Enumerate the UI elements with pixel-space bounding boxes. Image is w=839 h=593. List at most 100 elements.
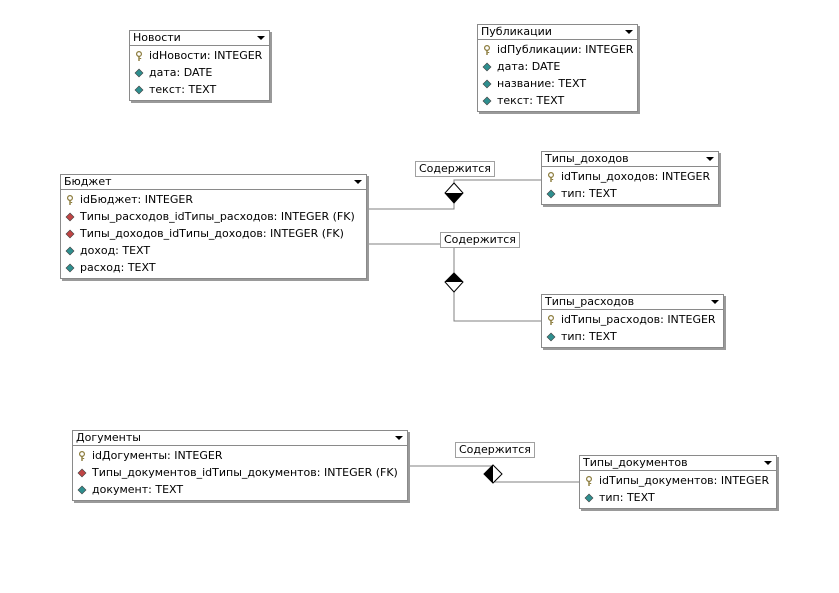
- entity-header[interactable]: Типы_расходов: [542, 295, 723, 310]
- entity-expense-types[interactable]: Типы_расходов idТипы_расходов: INTEGER т…: [541, 294, 724, 348]
- dropdown-arrow-icon[interactable]: [257, 36, 265, 40]
- primary-key-icon: [546, 171, 556, 182]
- relationship-diamond-budget-income: [444, 182, 464, 204]
- attribute-label: idБюджет: INTEGER: [80, 193, 193, 206]
- primary-key-icon: [77, 450, 87, 461]
- relationship-label-documents-doctypes[interactable]: Содержится: [455, 442, 535, 458]
- attribute-label: idТипы_расходов: INTEGER: [561, 313, 716, 326]
- attribute-label: idНовости: INTEGER: [149, 49, 263, 62]
- primary-key-icon: [546, 314, 556, 325]
- attribute-row[interactable]: текст: TEXT: [478, 92, 637, 109]
- attribute-list: idТипы_доходов: INTEGER тип: TEXT: [542, 167, 718, 204]
- entity-income-types[interactable]: Типы_доходов idТипы_доходов: INTEGER тип…: [541, 151, 719, 205]
- attribute-diamond-icon: [482, 96, 492, 106]
- attribute-label: Типы_документов_idТипы_документов: INTEG…: [92, 466, 398, 479]
- entity-title: Типы_доходов: [545, 152, 629, 165]
- entity-title: Публикации: [481, 25, 552, 38]
- dropdown-arrow-icon[interactable]: [354, 180, 362, 184]
- attribute-label: тип: TEXT: [561, 330, 617, 343]
- attribute-list: idДогументы: INTEGER Типы_документов_idТ…: [73, 446, 407, 500]
- dropdown-arrow-icon[interactable]: [395, 436, 403, 440]
- entity-header[interactable]: Публикации: [478, 25, 637, 40]
- attribute-label: Типы_расходов_idТипы_расходов: INTEGER (…: [80, 210, 355, 223]
- attribute-label: Типы_доходов_idТипы_доходов: INTEGER (FK…: [80, 227, 344, 240]
- attribute-label: тип: TEXT: [599, 491, 655, 504]
- attribute-row[interactable]: название: TEXT: [478, 75, 637, 92]
- attribute-label: idПубликации: INTEGER: [497, 43, 634, 56]
- entity-header[interactable]: Типы_документов: [580, 456, 776, 471]
- attribute-list: idПубликации: INTEGER дата: DATE названи…: [478, 40, 637, 111]
- attribute-diamond-icon: [65, 263, 75, 273]
- primary-key-icon: [134, 50, 144, 61]
- attribute-label: документ: TEXT: [92, 483, 184, 496]
- attribute-list: idБюджет: INTEGER Типы_расходов_idТипы_р…: [61, 190, 366, 278]
- dropdown-arrow-icon[interactable]: [764, 461, 772, 465]
- attribute-label: расход: TEXT: [80, 261, 156, 274]
- attribute-diamond-icon: [546, 332, 556, 342]
- attribute-row[interactable]: текст: TEXT: [130, 81, 269, 98]
- attribute-row[interactable]: idБюджет: INTEGER: [61, 191, 366, 208]
- relationship-label-budget-expense[interactable]: Содержится: [440, 232, 520, 248]
- attribute-row[interactable]: Типы_расходов_idТипы_расходов: INTEGER (…: [61, 208, 366, 225]
- attribute-list: idТипы_документов: INTEGER тип: TEXT: [580, 471, 776, 508]
- attribute-row[interactable]: тип: TEXT: [542, 328, 723, 345]
- attribute-label: idТипы_документов: INTEGER: [599, 474, 770, 487]
- attribute-diamond-icon: [482, 62, 492, 72]
- attribute-diamond-icon: [134, 85, 144, 95]
- attribute-row[interactable]: Типы_доходов_idТипы_доходов: INTEGER (FK…: [61, 225, 366, 242]
- primary-key-icon: [482, 44, 492, 55]
- entity-header[interactable]: Бюджет: [61, 175, 366, 190]
- attribute-row[interactable]: дата: DATE: [478, 58, 637, 75]
- attribute-row[interactable]: тип: TEXT: [580, 489, 776, 506]
- attribute-label: тип: TEXT: [561, 187, 617, 200]
- attribute-diamond-icon: [546, 189, 556, 199]
- attribute-label: idДогументы: INTEGER: [92, 449, 223, 462]
- entity-news[interactable]: Новости idНовости: INTEGER дата: DATE те…: [129, 30, 270, 101]
- attribute-list: idНовости: INTEGER дата: DATE текст: TEX…: [130, 46, 269, 100]
- primary-key-icon: [584, 475, 594, 486]
- entity-title: Новости: [133, 31, 181, 44]
- attribute-row[interactable]: idТипы_документов: INTEGER: [580, 472, 776, 489]
- attribute-row[interactable]: idПубликации: INTEGER: [478, 41, 637, 58]
- dropdown-arrow-icon[interactable]: [711, 300, 719, 304]
- entity-header[interactable]: Новости: [130, 31, 269, 46]
- foreign-key-diamond-icon: [65, 212, 75, 222]
- entity-title: Типы_расходов: [545, 295, 635, 308]
- entity-title: Догументы: [76, 431, 141, 444]
- entity-header[interactable]: Типы_доходов: [542, 152, 718, 167]
- attribute-row[interactable]: документ: TEXT: [73, 481, 407, 498]
- dropdown-arrow-icon[interactable]: [625, 30, 633, 34]
- attribute-row[interactable]: тип: TEXT: [542, 185, 718, 202]
- attribute-label: доход: TEXT: [80, 244, 151, 257]
- attribute-list: idТипы_расходов: INTEGER тип: TEXT: [542, 310, 723, 347]
- attribute-row[interactable]: idТипы_расходов: INTEGER: [542, 311, 723, 328]
- attribute-row[interactable]: idДогументы: INTEGER: [73, 447, 407, 464]
- attribute-row[interactable]: Типы_документов_idТипы_документов: INTEG…: [73, 464, 407, 481]
- attribute-diamond-icon: [134, 68, 144, 78]
- attribute-row[interactable]: расход: TEXT: [61, 259, 366, 276]
- attribute-label: дата: DATE: [497, 60, 561, 73]
- attribute-row[interactable]: доход: TEXT: [61, 242, 366, 259]
- primary-key-icon: [65, 194, 75, 205]
- entity-publications[interactable]: Публикации idПубликации: INTEGER дата: D…: [477, 24, 638, 112]
- attribute-label: название: TEXT: [497, 77, 587, 90]
- entity-documents[interactable]: Догументы idДогументы: INTEGER Типы_доку…: [72, 430, 408, 501]
- entity-title: Бюджет: [64, 175, 112, 188]
- relationship-label-budget-income[interactable]: Содержится: [415, 161, 495, 177]
- attribute-diamond-icon: [584, 493, 594, 503]
- attribute-label: idТипы_доходов: INTEGER: [561, 170, 711, 183]
- attribute-row[interactable]: idНовости: INTEGER: [130, 47, 269, 64]
- relationship-diamond-documents-doctypes: [483, 464, 503, 484]
- attribute-row[interactable]: idТипы_доходов: INTEGER: [542, 168, 718, 185]
- entity-document-types[interactable]: Типы_документов idТипы_документов: INTEG…: [579, 455, 777, 509]
- attribute-diamond-icon: [482, 79, 492, 89]
- attribute-diamond-icon: [65, 246, 75, 256]
- attribute-row[interactable]: дата: DATE: [130, 64, 269, 81]
- attribute-diamond-icon: [77, 485, 87, 495]
- entity-header[interactable]: Догументы: [73, 431, 407, 446]
- dropdown-arrow-icon[interactable]: [706, 157, 714, 161]
- entity-title: Типы_документов: [583, 456, 688, 469]
- entity-budget[interactable]: Бюджет idБюджет: INTEGER Типы_расходов_i…: [60, 174, 367, 279]
- attribute-label: дата: DATE: [149, 66, 213, 79]
